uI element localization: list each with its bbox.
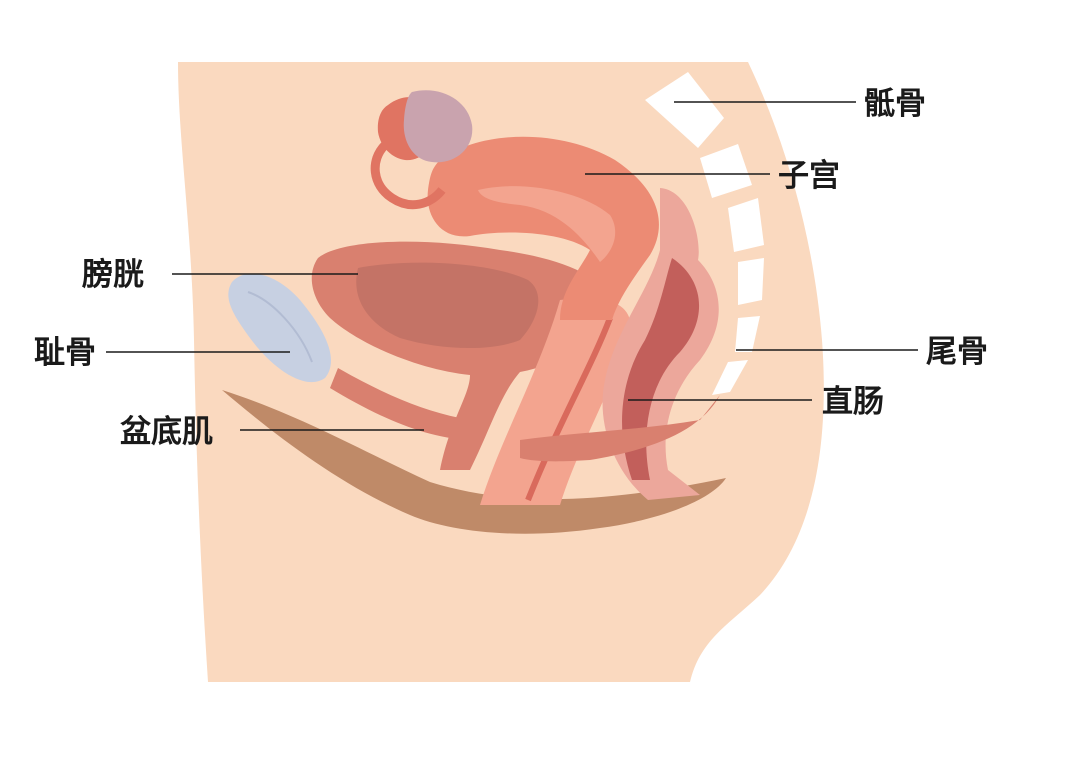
pelvic-floor-muscle <box>222 390 726 534</box>
pubic-bone <box>228 273 331 383</box>
urethra <box>330 368 470 440</box>
label-rectum: 直肠 <box>822 384 884 420</box>
round-ligament <box>520 395 720 462</box>
ovary <box>403 90 473 163</box>
bladder-inner <box>356 262 539 349</box>
label-pubic-bone: 耻骨 <box>34 335 96 371</box>
label-coccyx: 尾骨 <box>926 334 988 370</box>
uterus <box>427 136 659 320</box>
label-sacrum: 骶骨 <box>864 86 926 122</box>
label-uterus: 子宫 <box>778 158 840 194</box>
vagina <box>480 298 630 505</box>
sacrum-vertebrae <box>645 72 764 395</box>
label-bladder: 膀胱 <box>82 257 144 293</box>
rectum-inner <box>622 258 700 480</box>
label-pelvic-floor-muscle: 盆底肌 <box>120 414 213 450</box>
